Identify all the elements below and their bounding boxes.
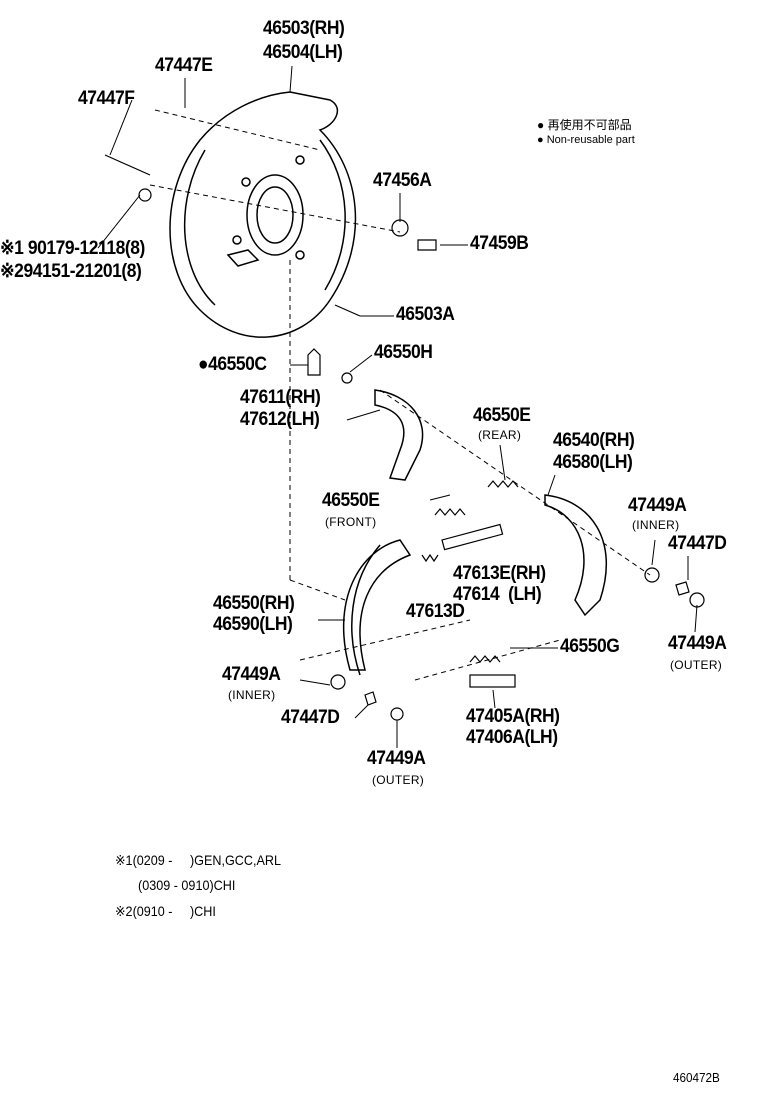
part-label[interactable]: 47447F [78, 88, 135, 109]
part-note: (OUTER) [372, 773, 425, 787]
part-note: (INNER) [228, 688, 276, 702]
part-label[interactable]: 46550G [560, 636, 620, 657]
part-label[interactable]: 46550E [322, 490, 380, 511]
part-note: (INNER) [632, 518, 680, 532]
part-note: (OUTER) [670, 658, 723, 672]
part-label[interactable]: 47449A [222, 664, 281, 685]
part-label[interactable]: ●46550C [198, 354, 267, 375]
part-label[interactable]: 46550E [473, 405, 531, 426]
part-label[interactable]: 46580(LH) [553, 452, 633, 473]
part-label[interactable]: 47612(LH) [240, 409, 320, 430]
part-label[interactable]: 46503(RH) [263, 18, 345, 39]
part-label[interactable]: 46540(RH) [553, 430, 635, 451]
figure-id: 460472B [673, 1070, 720, 1085]
part-label[interactable]: 47406A(LH) [466, 727, 558, 748]
parking-brake-shoe [374, 389, 424, 481]
footnote: ※2(0910 - )CHI [115, 903, 216, 919]
part-label[interactable]: 47447D [668, 533, 727, 554]
part-label[interactable]: 46590(LH) [213, 614, 293, 635]
part-label[interactable]: 47613D [406, 601, 465, 622]
part-label[interactable]: 47614 (LH) [453, 584, 542, 605]
part-label[interactable]: 46550(RH) [213, 593, 295, 614]
part-label[interactable]: 47447D [281, 707, 340, 728]
part-label[interactable]: 46503A [396, 304, 455, 325]
legend-non-reusable-jp: ● 再使用不可部品 [537, 118, 632, 132]
part-label[interactable]: 46504(LH) [263, 42, 343, 63]
part-note: (REAR) [478, 428, 522, 442]
part-label[interactable]: 47459B [470, 233, 529, 254]
part-label[interactable]: 47613E(RH) [453, 563, 546, 584]
part-label[interactable]: 47611(RH) [240, 387, 321, 408]
footnote: (0309 - 0910)CHI [138, 877, 236, 893]
part-note: (FRONT) [325, 515, 377, 529]
part-label[interactable]: 47447E [155, 55, 213, 76]
footnote: ※1(0209 - )GEN,GCC,ARL [115, 852, 282, 868]
brake-shoe-left [342, 539, 412, 676]
part-label[interactable]: 47449A [367, 748, 426, 769]
part-label[interactable]: 46550H [374, 342, 433, 363]
part-label[interactable]: 47449A [668, 633, 727, 654]
part-label[interactable]: 47449A [628, 495, 687, 516]
part-label[interactable]: ※294151-21201(8) [0, 261, 142, 282]
backing-plate [169, 91, 357, 338]
part-label[interactable]: ※1 90179-12118(8) [0, 238, 145, 259]
part-label[interactable]: 47405A(RH) [466, 706, 560, 727]
part-label[interactable]: 47456A [373, 170, 432, 191]
brake-shoe-right [544, 494, 608, 617]
legend-non-reusable-en: ● Non-reusable part [537, 134, 635, 146]
